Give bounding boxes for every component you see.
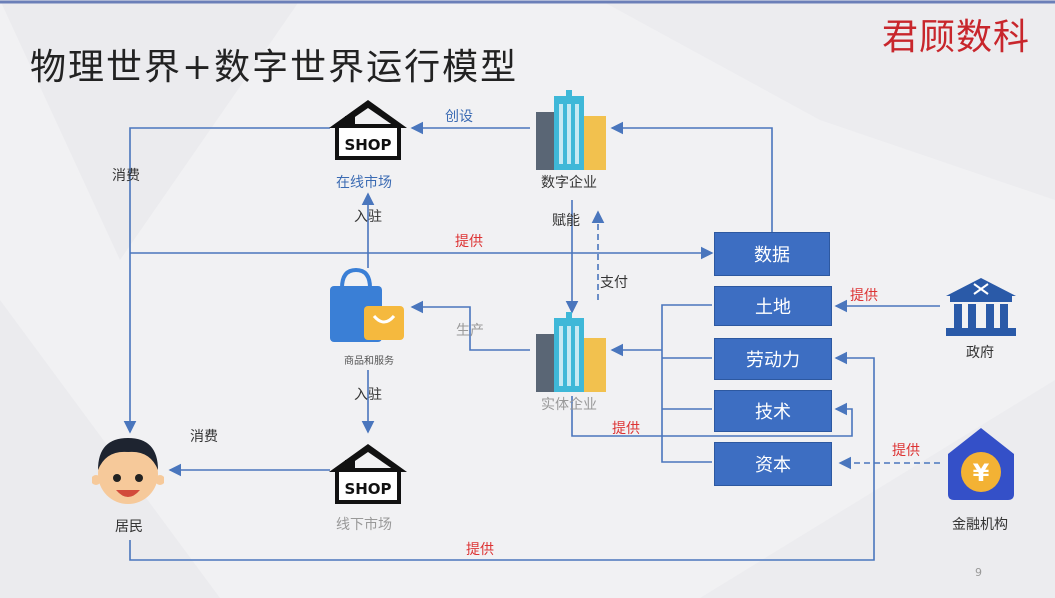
- edge-provide-data-label: 提供: [455, 234, 483, 250]
- digital-enterprise-label: 数字企业: [541, 175, 597, 191]
- edge-enter-offline-label: 入驻: [354, 387, 382, 403]
- edge-provide-resident-label: 提供: [466, 542, 494, 558]
- edge-provide-finance-label: 提供: [892, 443, 920, 459]
- goods-services-label: 商品和服务: [344, 356, 394, 367]
- financial-institution-label: 金融机构: [952, 517, 1008, 533]
- offline-shop-text: SHOP: [344, 480, 391, 498]
- edge-consume-top-label: 消费: [112, 168, 140, 184]
- online-shop-text: SHOP: [344, 136, 391, 154]
- labor-box: 劳动力: [714, 338, 832, 380]
- technology-box: 技术: [714, 390, 832, 432]
- svg-text:¥: ¥: [973, 459, 990, 487]
- edge-provide-enterprise-label: 提供: [612, 421, 640, 437]
- data-box: 数据: [714, 232, 830, 276]
- government-label: 政府: [966, 345, 994, 361]
- offline-market-label: 线下市场: [336, 517, 392, 533]
- slide-title: 物理世界+数字世界运行模型: [30, 47, 519, 88]
- edge-create-label: 创设: [445, 109, 473, 125]
- capital-box: 资本: [714, 442, 832, 486]
- government-building-icon: [946, 278, 1016, 336]
- online-market-label: 在线市场: [336, 175, 392, 191]
- digital-enterprise-icon: [536, 90, 606, 170]
- physical-enterprise-icon: [536, 312, 606, 392]
- physical-enterprise-label: 实体企业: [541, 397, 597, 413]
- edge-provide-gov-label: 提供: [850, 288, 878, 304]
- page-number: 9: [975, 566, 982, 579]
- land-box: 土地: [714, 286, 832, 326]
- finance-yen-icon: ¥: [948, 428, 1014, 500]
- edge-enter-online-label: 入驻: [354, 209, 382, 225]
- edge-empower-label: 赋能: [552, 213, 580, 229]
- edge-produce-label: 生产: [456, 323, 484, 339]
- resident-avatar-icon: [92, 438, 164, 504]
- resident-label: 居民: [115, 519, 143, 535]
- edge-pay-label: 支付: [600, 275, 628, 291]
- edge-consume-bottom-label: 消费: [190, 429, 218, 445]
- shopping-bag-icon: [330, 268, 404, 342]
- brand-logo: 君顾数科: [882, 17, 1031, 58]
- offline-shop-icon: SHOP: [329, 444, 407, 504]
- online-shop-icon: SHOP: [329, 100, 407, 160]
